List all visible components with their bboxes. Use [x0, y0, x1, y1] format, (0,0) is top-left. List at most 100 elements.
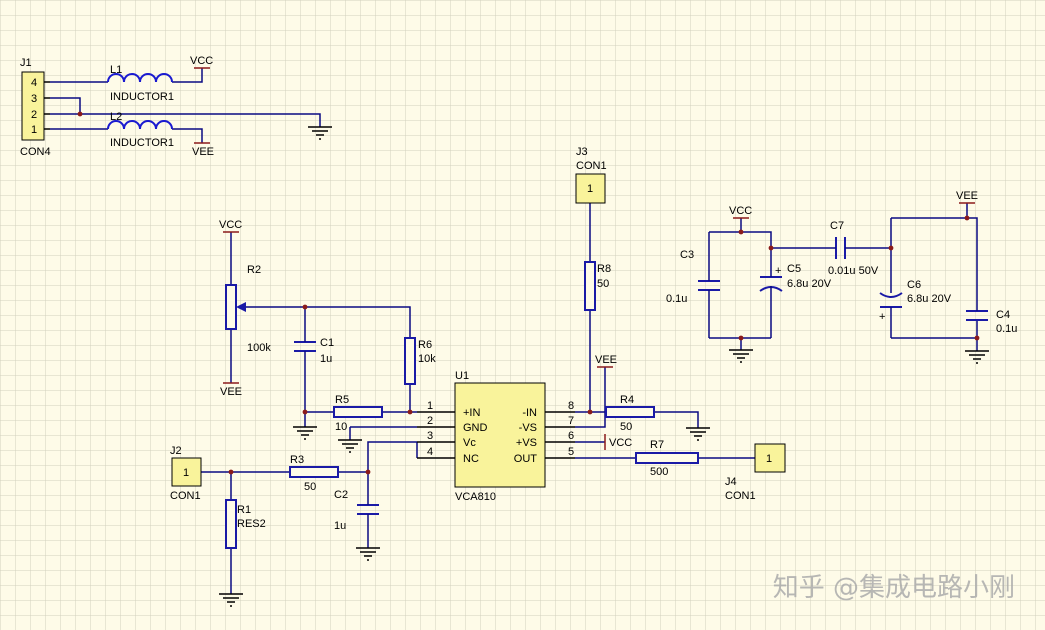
ground-icon — [308, 126, 332, 140]
c1-value: 1u — [320, 353, 332, 365]
capacitor-c4[interactable]: C4 0.1u — [966, 306, 1017, 335]
c3-designator: C3 — [680, 249, 694, 261]
r3-designator: R3 — [290, 454, 304, 466]
ground-icon — [338, 439, 362, 453]
capacitor-c6[interactable]: + C6 6.8u 20V — [879, 279, 952, 323]
u1-pin-name: -IN — [522, 407, 537, 419]
vcc-port-c3[interactable]: VCC — [729, 205, 752, 219]
vee-port-r2[interactable]: VEE — [220, 382, 242, 398]
capacitor-c1[interactable]: C1 1u — [294, 337, 334, 365]
r4-designator: R4 — [620, 394, 634, 406]
u1-pin-number: 1 — [427, 400, 433, 412]
connector-j1[interactable]: J1 4 3 2 1 CON4 — [20, 57, 51, 158]
c5-designator: C5 — [787, 263, 801, 275]
r2-designator: R2 — [247, 264, 261, 276]
r1-designator: R1 — [237, 504, 251, 516]
u1-pin-name: Vc — [463, 437, 476, 449]
capacitor-c5[interactable]: + C5 6.8u 20V — [759, 263, 832, 292]
potentiometer-r2[interactable]: R2 100k — [225, 264, 271, 354]
ic-u1[interactable]: U1 VCA810 1 2 3 4 +IN GND Vc NC 8 7 6 5 … — [417, 370, 575, 503]
resistor-r7[interactable]: R7 500 — [635, 439, 699, 478]
u1-pin-number: 3 — [427, 430, 433, 442]
vee-label: VEE — [595, 354, 617, 366]
connector-j4[interactable]: 1 J4 CON1 — [725, 443, 786, 502]
u1-pin-name: -VS — [519, 422, 537, 434]
u1-pin-number: 7 — [568, 415, 574, 427]
vcc-label: VCC — [219, 219, 242, 231]
u1-designator: U1 — [455, 370, 469, 382]
u1-pin-name: GND — [463, 422, 488, 434]
vee-port-u1[interactable]: VEE — [595, 354, 617, 368]
j4-designator: J4 — [725, 476, 737, 488]
resistor-r3[interactable]: R3 50 — [289, 454, 339, 493]
u1-pin-name: OUT — [514, 453, 538, 465]
j4-pin-label: 1 — [766, 453, 772, 465]
u1-pin-number: 2 — [427, 415, 433, 427]
j4-value: CON1 — [725, 490, 756, 502]
c6-polarity: + — [879, 311, 885, 323]
resistor-r6[interactable]: R6 10k — [404, 337, 436, 385]
r6-designator: R6 — [418, 339, 432, 351]
capacitor-c2[interactable]: C2 1u — [334, 489, 379, 532]
l1-value: INDUCTOR1 — [110, 91, 174, 103]
resistor-r1[interactable]: R1 RES2 — [225, 499, 266, 549]
u1-pin-number: 6 — [568, 430, 574, 442]
c5-polarity: + — [775, 265, 781, 277]
inductor-l2[interactable]: L2 INDUCTOR1 — [107, 111, 174, 149]
j3-designator: J3 — [576, 146, 588, 158]
resistor-r4[interactable]: R4 50 — [605, 394, 655, 433]
c2-value: 1u — [334, 520, 346, 532]
c1-designator: C1 — [320, 337, 334, 349]
capacitor-c3[interactable]: C3 0.1u — [666, 249, 720, 305]
c6-designator: C6 — [907, 279, 921, 291]
j2-designator: J2 — [170, 445, 182, 457]
r4-value: 50 — [620, 421, 632, 433]
vcc-port-u1[interactable]: VCC — [604, 434, 632, 450]
j3-value: CON1 — [576, 160, 607, 172]
c7-designator: C7 — [830, 220, 844, 232]
ground-symbols — [219, 126, 989, 607]
capacitor-c7[interactable]: C7 0.01u 50V — [828, 220, 879, 277]
vcc-label: VCC — [190, 55, 213, 67]
vcc-port-r2[interactable]: VCC — [219, 219, 242, 233]
vee-label: VEE — [220, 386, 242, 398]
c6-value: 6.8u 20V — [907, 293, 952, 305]
connector-j2[interactable]: 1 J2 CON1 — [170, 445, 202, 502]
ground-icon — [686, 427, 710, 441]
ground-icon — [729, 349, 753, 363]
ground-icon — [219, 593, 243, 607]
j2-pin-label: 1 — [183, 467, 189, 479]
u1-value: VCA810 — [455, 491, 496, 503]
ground-icon — [293, 426, 317, 440]
j1-value: CON4 — [20, 146, 51, 158]
u1-pin-number: 4 — [427, 446, 433, 458]
j1-pin-label: 2 — [31, 109, 37, 121]
resistor-r5[interactable]: R5 10 — [333, 394, 383, 433]
inductor-l1[interactable]: L1 INDUCTOR1 — [107, 64, 174, 103]
j3-pin-label: 1 — [587, 183, 593, 195]
connector-j3[interactable]: 1 J3 CON1 — [575, 146, 607, 204]
r8-value: 50 — [597, 278, 609, 290]
vee-port-c6[interactable]: VEE — [956, 190, 978, 204]
r5-value: 10 — [335, 421, 347, 433]
c4-designator: C4 — [996, 309, 1010, 321]
j2-value: CON1 — [170, 490, 201, 502]
vcc-port-l1[interactable]: VCC — [190, 55, 213, 69]
vee-port-l2[interactable]: VEE — [192, 142, 214, 158]
c2-designator: C2 — [334, 489, 348, 501]
r7-value: 500 — [650, 466, 668, 478]
resistor-r8[interactable]: R8 50 — [584, 261, 611, 311]
r5-designator: R5 — [335, 394, 349, 406]
watermark: 知乎 @集成电路小刚 — [773, 573, 1015, 603]
c7-value: 0.01u 50V — [828, 265, 879, 277]
r8-designator: R8 — [597, 263, 611, 275]
r7-designator: R7 — [650, 439, 664, 451]
vee-label: VEE — [192, 146, 214, 158]
c4-value: 0.1u — [996, 323, 1017, 335]
u1-pin-name: +IN — [463, 407, 480, 419]
j1-pin-label: 4 — [31, 77, 37, 89]
wires — [50, 68, 978, 594]
u1-pin-number: 5 — [568, 446, 574, 458]
